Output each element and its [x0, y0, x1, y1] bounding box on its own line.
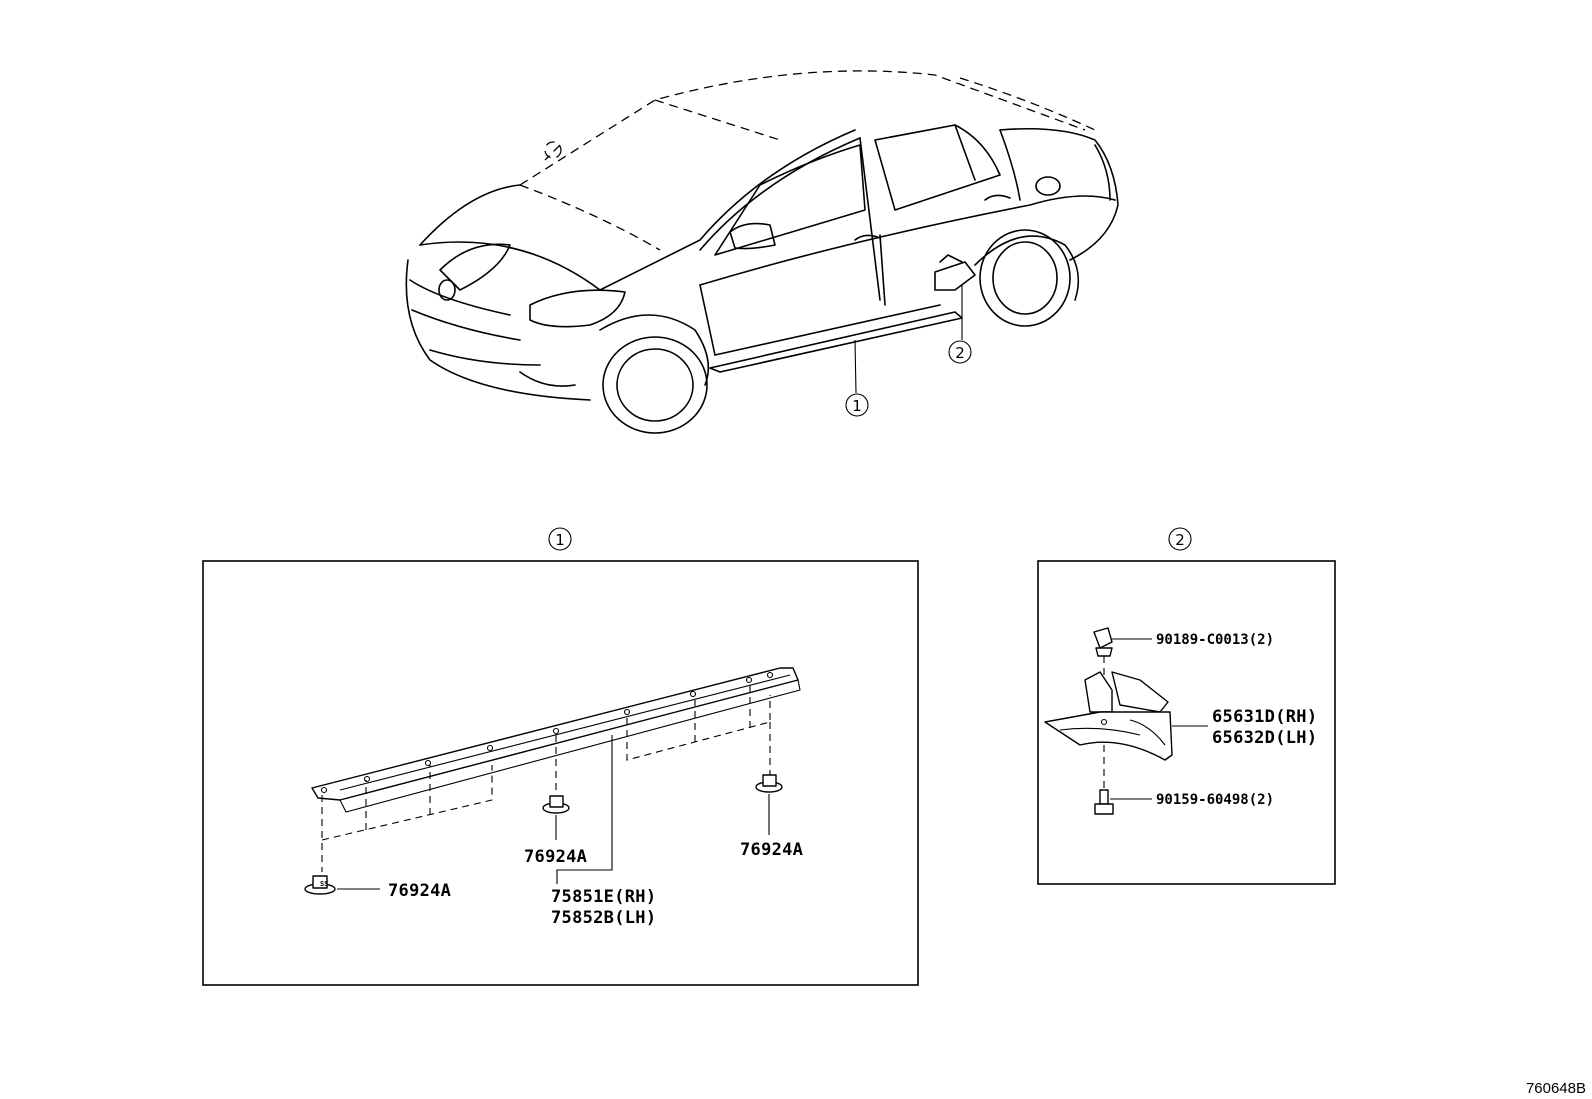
- svg-text:2: 2: [1175, 531, 1185, 549]
- label-mudguard-lh: 65632D(LH): [1212, 728, 1317, 748]
- diagram-reference-number: 760648B: [1526, 1080, 1586, 1097]
- label-clip-90189: 90189-C0013(2): [1156, 632, 1274, 648]
- panel-1-frame: [202, 560, 919, 986]
- label-clip-middle: 76924A: [524, 847, 587, 867]
- label-mudguard-rh: 65631D(RH): [1212, 707, 1317, 727]
- panel-2-heading: 2: [1168, 527, 1192, 551]
- label-clip-left: 76924A: [388, 881, 451, 901]
- screw-part: [1094, 789, 1114, 815]
- label-moulding-lh: 75852B(LH): [551, 908, 656, 928]
- mudguard-part: [1044, 671, 1173, 761]
- clip-top-panel2: [1093, 627, 1113, 657]
- clip-middle: [542, 795, 570, 814]
- label-moulding-rh: 75851E(RH): [551, 887, 656, 907]
- rocker-moulding-part: [311, 667, 801, 813]
- panel-2-frame: [1037, 560, 1336, 885]
- label-screw-90159: 90159-60498(2): [1156, 792, 1274, 808]
- car-illustration: [405, 70, 1119, 434]
- clip-right: [755, 774, 783, 793]
- callout-number-2: 2: [955, 344, 965, 362]
- callout-marker-2: 2: [948, 340, 972, 364]
- clip-left: SS: [304, 875, 336, 895]
- label-clip-right: 76924A: [740, 840, 803, 860]
- callout-marker-1: 1: [845, 393, 869, 417]
- callout-number-1: 1: [852, 397, 862, 415]
- svg-text:SS: SS: [320, 880, 328, 888]
- callout-leader-1: [854, 339, 857, 394]
- panel-1-heading: 1: [548, 527, 572, 551]
- svg-text:1: 1: [555, 531, 565, 549]
